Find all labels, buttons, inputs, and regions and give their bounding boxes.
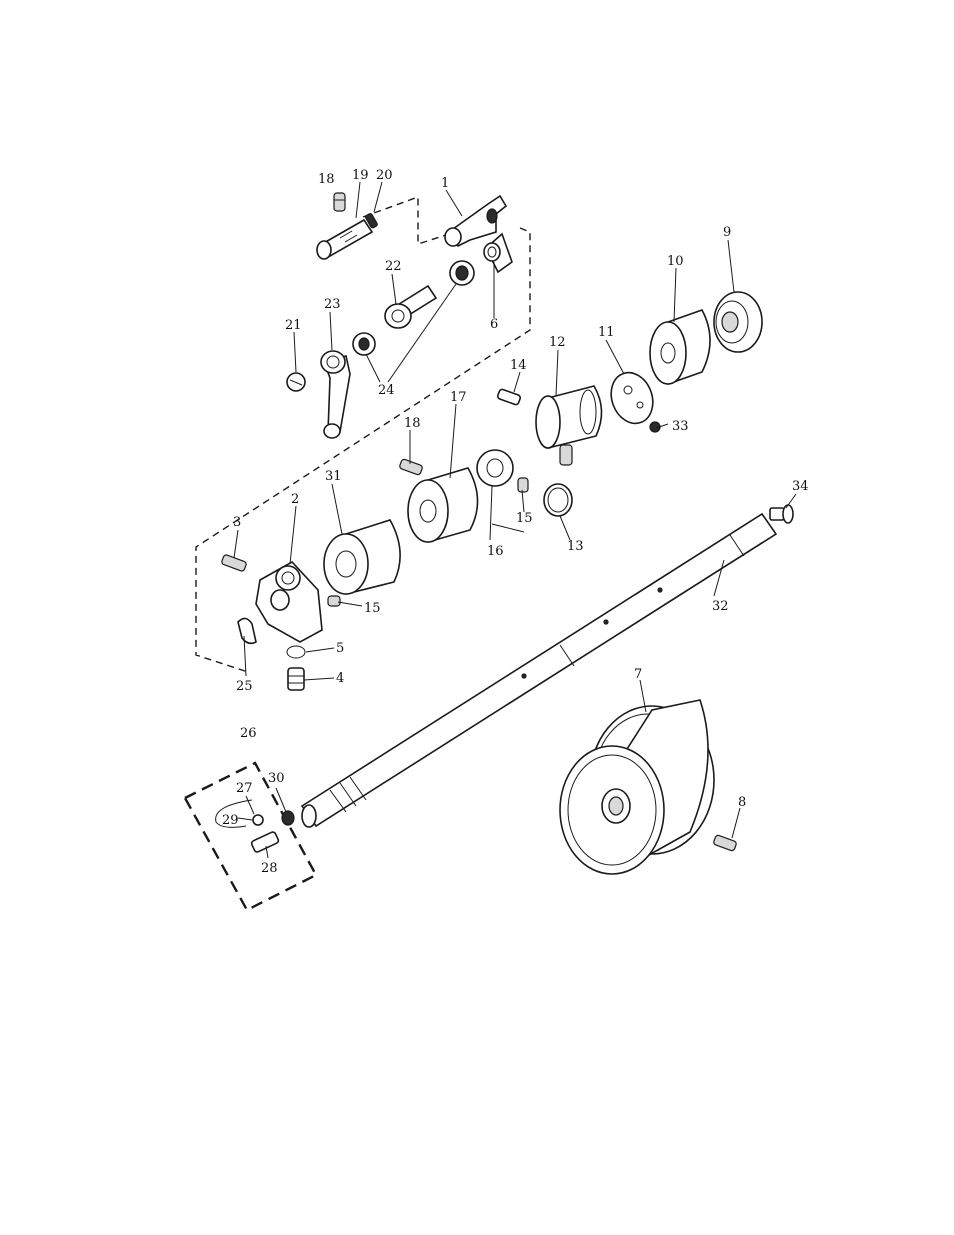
callout-13: 13 [567, 539, 584, 554]
part-9-pulley [714, 292, 762, 352]
callout-33: 33 [672, 419, 689, 434]
callout-9: 9 [723, 225, 731, 240]
part-17-bushing [408, 468, 478, 542]
part-12-eccentric [536, 386, 602, 465]
callout-34: 34 [792, 479, 809, 494]
callout-5: 5 [336, 641, 344, 656]
callout-22: 22 [385, 259, 402, 274]
callout-8: 8 [738, 795, 746, 810]
part-15-setscrew-upper [518, 478, 528, 492]
part-34-end-screw [770, 505, 793, 523]
callout-18-top: 18 [318, 172, 335, 187]
callout-1: 1 [441, 176, 449, 191]
callout-7: 7 [634, 667, 642, 682]
part-6-link [484, 234, 512, 272]
part-8-setscrew [713, 835, 737, 852]
part-14-screw [497, 389, 521, 406]
part-18-pin [334, 193, 345, 211]
part-4-bolt [288, 668, 304, 690]
callout-20: 20 [376, 168, 393, 183]
part-31-bushing [324, 520, 400, 594]
callout-27: 27 [236, 781, 253, 796]
callout-labels: 1 2 3 4 5 6 7 8 9 10 11 12 13 14 15 15 1… [222, 168, 809, 876]
callout-17: 17 [450, 390, 467, 405]
upper-assembly-dashed-outline [196, 197, 530, 672]
part-11-plate [604, 367, 660, 432]
callout-12: 12 [549, 335, 566, 350]
callout-30: 30 [268, 771, 285, 786]
part-25-washer [238, 618, 256, 643]
callout-31: 31 [325, 469, 342, 484]
part-19-20-stud-screw [317, 213, 378, 259]
callout-23: 23 [324, 297, 341, 312]
callout-16: 16 [487, 544, 504, 559]
callout-6: 6 [490, 317, 498, 332]
callout-2: 2 [291, 492, 299, 507]
callout-4: 4 [336, 671, 344, 686]
callout-21: 21 [285, 318, 302, 333]
callout-32: 32 [712, 599, 729, 614]
part-10-cam [650, 310, 710, 384]
part-23-connecting-rod [321, 351, 350, 438]
callout-29: 29 [222, 813, 239, 828]
callout-18-lower: 18 [404, 416, 421, 431]
callout-15-lower: 15 [364, 601, 381, 616]
callout-19: 19 [352, 168, 369, 183]
part-22-crank-pin [385, 286, 436, 328]
part-7-handwheel [560, 700, 714, 874]
callout-14: 14 [510, 358, 527, 373]
part-24-bearing-upper [450, 261, 474, 285]
callout-26: 26 [240, 726, 257, 741]
callout-3: 3 [233, 515, 241, 530]
part-2-bracket [256, 562, 322, 642]
callout-10: 10 [667, 254, 684, 269]
callout-28: 28 [261, 861, 278, 876]
callout-15-upper: 15 [516, 511, 533, 526]
callout-11: 11 [598, 325, 615, 340]
part-18-pin-lower [399, 459, 423, 476]
part-13-retaining-ring [544, 484, 572, 516]
part-5-o-ring [287, 646, 305, 658]
part-28-screw [251, 831, 280, 853]
part-30-nut [282, 811, 294, 825]
part-29-washer [253, 815, 263, 825]
callout-24: 24 [378, 383, 395, 398]
part-16-collar [477, 450, 513, 486]
callout-25: 25 [236, 679, 253, 694]
part-24-bearing-lower [353, 333, 375, 355]
part-15-setscrew-lower [328, 596, 340, 606]
part-21-washer [287, 373, 305, 391]
